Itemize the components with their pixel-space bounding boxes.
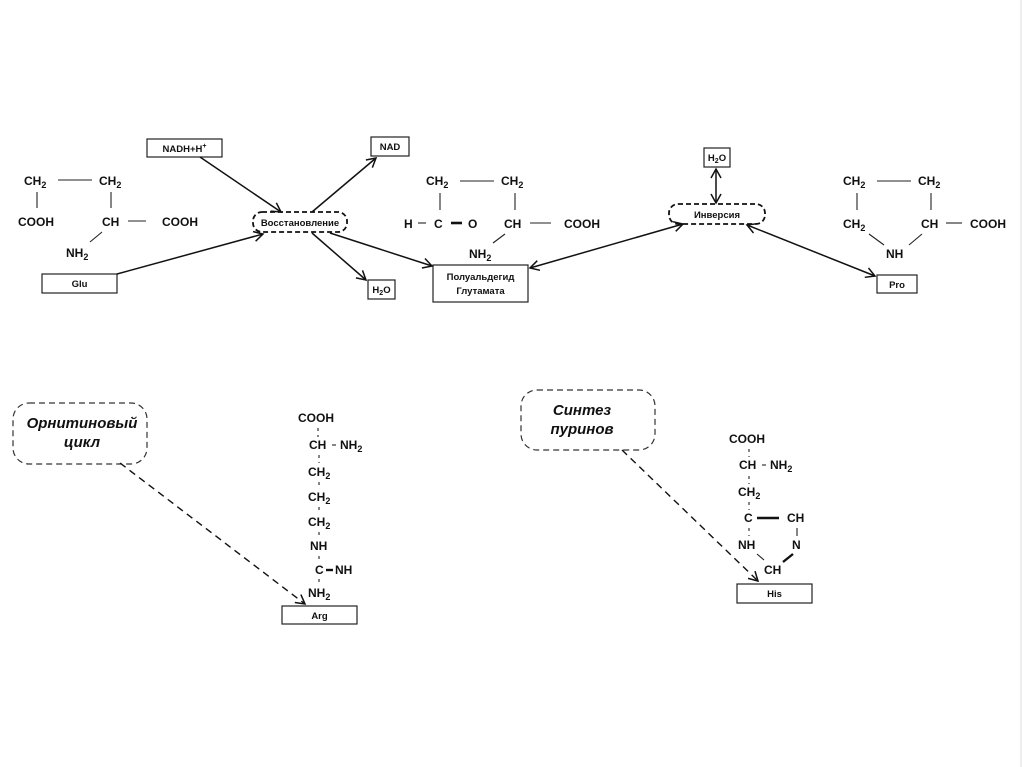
nad-label: NAD [380,142,401,153]
sa-ch2-left: CH2 [426,174,448,190]
arg-c: C [315,563,324,577]
semialdehyde-box: Полуальдегид Глутамата [432,264,529,303]
sa-c: C [434,217,443,231]
reduction-label: Восстановление [261,218,339,229]
inversion-step: Инверсия [668,203,766,225]
his-ch-bottom: CH [764,563,781,577]
purine-synthesis-line2: пуринов [550,421,613,438]
bond [492,233,506,244]
pro-cooh: COOH [970,217,1006,231]
double-bond [782,553,794,563]
nadh-box: NADH+H+ [146,138,223,158]
bond [89,231,103,243]
ornithine-cycle-line2: цикл [64,434,101,451]
his-box: His [736,583,813,604]
arrow-semialdehyde-inversion [528,220,685,272]
bond [756,553,765,561]
his-n: N [792,538,801,552]
arrow-reduction-to-semialdehyde [329,232,434,269]
sa-cooh: COOH [564,217,600,231]
glu-box: Glu [41,273,118,294]
arg-nh-side: NH [335,563,352,577]
water-out-label: H2O [372,285,390,297]
purine-synthesis-line1: Синтез [553,402,612,419]
his-nh2-side: NH2 [770,458,792,474]
inversion-label: Инверсия [694,210,740,221]
arrow-ornithine-to-arg [119,462,307,605]
glu-ch2-right: CH2 [99,174,121,190]
glu-ch2-left: CH2 [24,174,46,190]
pro-label: Pro [889,280,905,291]
glu-cooh-right: COOH [162,215,198,229]
water-inversion-box: H2O [703,147,731,168]
arrow-glu-to-reduction [116,230,265,275]
pro-box: Pro [876,274,918,294]
arg-nh: NH [310,539,327,553]
bond [908,233,923,246]
ornithine-cycle-line1: Орнитиновый [27,415,138,432]
pro-ch: CH [921,217,938,231]
arrow-reduction-to-water [311,232,368,282]
arg-ch: CH [309,438,326,452]
arg-nh2-end: NH2 [308,586,330,602]
his-label: His [767,589,782,600]
pro-ch2-topright: CH2 [918,174,940,190]
glutamate-structure: CH2 CH2 COOH CH COOH NH2 [18,174,198,262]
arg-label: Arg [311,611,328,622]
his-cooh: COOH [729,432,765,446]
his-ch2: CH2 [738,485,760,501]
sa-o: O [468,217,477,231]
nadh-label: NADH+H+ [163,143,207,155]
bond [868,233,885,246]
glu-nh2: NH2 [66,246,88,262]
glu-cooh-left: COOH [18,215,54,229]
arrow-purine-to-his [621,449,760,583]
pro-ch2-topleft: CH2 [843,174,865,190]
sa-nh2: NH2 [469,247,491,263]
semialdehyde-label-line2: Глутамата [456,286,505,297]
nad-box: NAD [370,136,410,157]
his-ch-ring: CH [787,511,804,525]
water-inversion-label: H2O [708,153,726,165]
glu-label: Glu [72,279,88,290]
arg-ch2-1: CH2 [308,465,330,481]
sa-h: H [404,217,413,231]
arg-ch2-3: CH2 [308,515,330,531]
arginine-structure: COOH CH NH2 CH2 CH2 CH2 NH C NH NH2 [298,411,362,602]
pro-ch2-bottomleft: CH2 [843,217,865,233]
glu-ch: CH [102,215,119,229]
sa-ch2-right: CH2 [501,174,523,190]
arrow-reduction-to-nad [311,157,378,213]
his-c: C [744,511,753,525]
arg-ch2-2: CH2 [308,490,330,506]
water-out-box: H2O [367,279,396,300]
ornithine-cycle-note: Орнитиновый цикл [12,402,148,465]
arg-box: Arg [281,605,358,625]
arrow-nadh-to-reduction [199,156,283,213]
sa-ch: CH [504,217,521,231]
arg-nh2-side: NH2 [340,438,362,454]
pro-nh: NH [886,247,903,261]
proline-structure: CH2 CH2 CH2 CH COOH NH [843,174,1006,261]
semialdehyde-label-line1: Полуальдегид [447,272,515,283]
purine-synthesis-note: Синтез пуринов [520,389,656,451]
semialdehyde-structure: CH2 CH2 H C O CH COOH NH2 [404,174,600,263]
his-ch: CH [739,458,756,472]
arg-cooh: COOH [298,411,334,425]
histidine-structure: COOH CH NH2 CH2 C CH NH N CH [729,432,804,577]
his-nh: NH [738,538,755,552]
reduction-step: Восстановление [252,211,348,233]
arrow-inversion-to-pro [745,222,877,279]
